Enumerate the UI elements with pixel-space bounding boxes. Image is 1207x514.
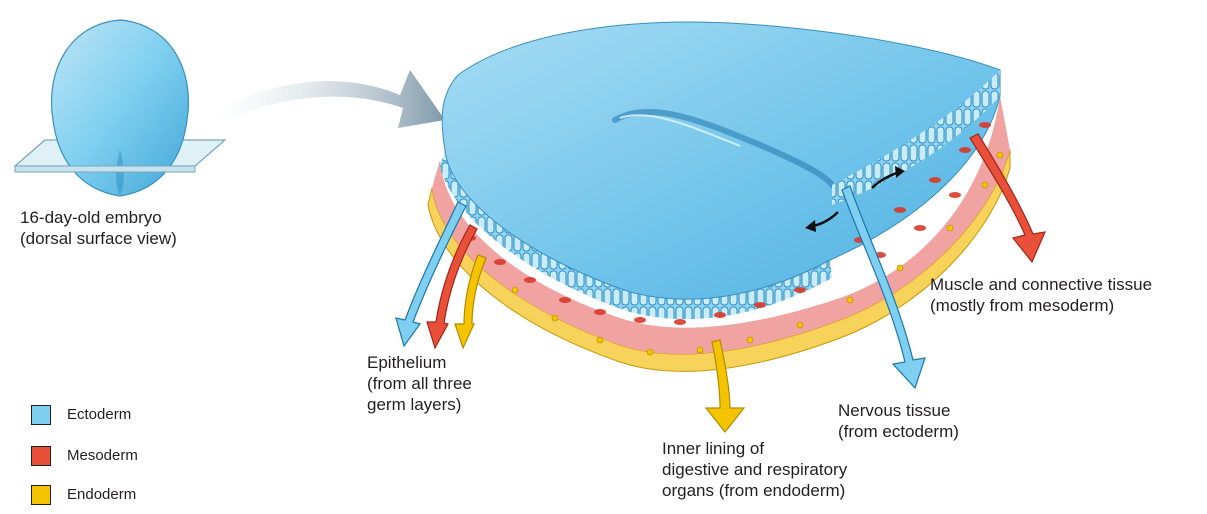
muscle-label: Muscle and connective tissue (mostly fro… (930, 274, 1152, 316)
muscle-line1: Muscle and connective tissue (930, 274, 1152, 295)
epithelium-line3: germ layers) (367, 394, 472, 415)
inner-lining-line1: Inner lining of (662, 438, 847, 459)
legend-label-endoderm: Endoderm (67, 486, 136, 504)
endoderm-swatch (31, 485, 51, 505)
nervous-line1: Nervous tissue (838, 400, 959, 421)
embryo-label: 16-day-old embryo (dorsal surface view) (20, 207, 177, 249)
epithelium-line2: (from all three (367, 373, 472, 394)
legend-label-mesoderm: Mesoderm (67, 447, 138, 465)
embryo-label-line2: (dorsal surface view) (20, 228, 177, 249)
embryo-illustration (15, 20, 225, 196)
epithelium-label: Epithelium (from all three germ layers) (367, 352, 472, 415)
embryo-label-line1: 16-day-old embryo (20, 207, 177, 228)
muscle-line2: (mostly from mesoderm) (930, 295, 1152, 316)
inner-lining-label: Inner lining of digestive and respirator… (662, 438, 847, 501)
zoom-arrow (210, 70, 445, 128)
nervous-line2: (from ectoderm) (838, 421, 959, 442)
germ-layer-block (428, 22, 1010, 371)
inner-lining-line2: digestive and respiratory (662, 459, 847, 480)
mesoderm-swatch (31, 446, 51, 466)
ectoderm-swatch (31, 405, 51, 425)
legend-label-ectoderm: Ectoderm (67, 406, 131, 424)
epithelium-line1: Epithelium (367, 352, 472, 373)
inner-lining-line3: organs (from endoderm) (662, 480, 847, 501)
nervous-tissue-label: Nervous tissue (from ectoderm) (838, 400, 959, 442)
